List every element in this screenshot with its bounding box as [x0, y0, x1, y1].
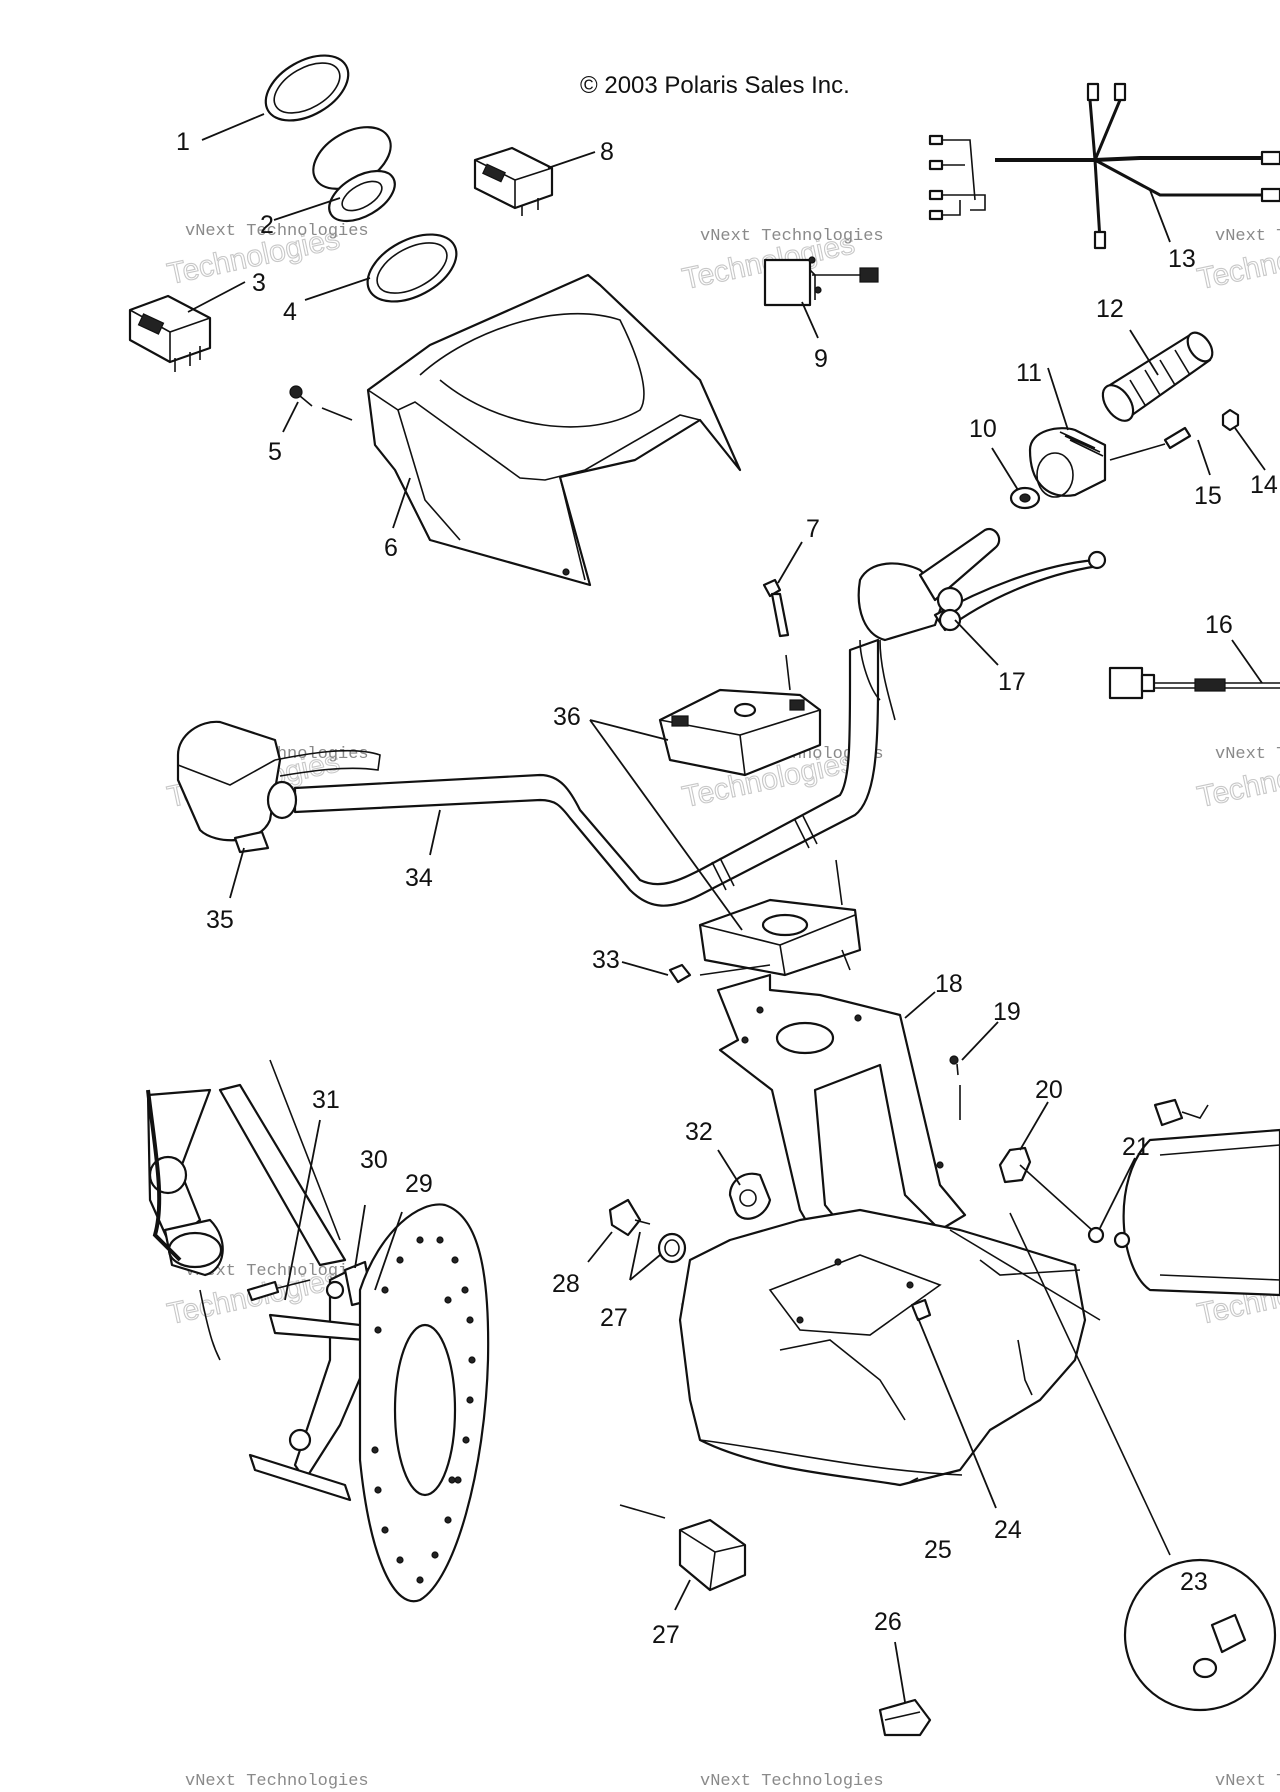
part-34-handlebar	[293, 638, 880, 907]
svg-text:vNext Technologies: vNext Technologies	[700, 1772, 884, 1791]
part-8-relay	[473, 146, 554, 216]
brake-disc	[358, 1203, 490, 1603]
callout-4: 4	[283, 298, 297, 326]
part-12-hand-grip	[1101, 331, 1214, 422]
part-2-gauge-housing	[312, 126, 396, 223]
part-10-washer	[1009, 486, 1041, 510]
svg-text:vNext Technologies: vNext Technologies	[185, 222, 369, 241]
watermark: vNext Technologies	[1215, 1772, 1280, 1791]
part-18-mount-bracket	[699, 964, 967, 1247]
callout-13: 13	[1168, 245, 1196, 273]
part-20-adjuster-knob	[998, 1146, 1093, 1231]
callout-9: 9	[814, 345, 828, 373]
part-21-nut	[1087, 1226, 1105, 1244]
part-27-connector	[619, 1504, 747, 1592]
callout-numbers: 1 2 3 4 5 6 7 8 9 10 11 12 13 14 15 16 1…	[176, 128, 1278, 1649]
part-24-grommet	[910, 1298, 932, 1322]
part-11-throttle-switch	[1028, 427, 1107, 498]
callout-35: 35	[206, 906, 234, 934]
part-3-relay	[128, 294, 212, 372]
callout-24: 24	[994, 1516, 1022, 1544]
callout-27: 27	[600, 1304, 628, 1332]
callout-7: 7	[806, 515, 820, 543]
part-19-screw	[949, 1055, 961, 1120]
callout-10: 10	[969, 415, 997, 443]
watermark: vNext Technologies	[700, 1772, 884, 1791]
callout-33: 33	[592, 946, 620, 974]
part-36-lower-clamp	[698, 859, 862, 977]
callout-18: 18	[935, 970, 963, 998]
part-13-wire-harness	[928, 82, 1280, 250]
leader-lines	[187, 113, 1266, 1703]
part-5-screw	[289, 385, 353, 421]
svg-text:vNext Technologies: vNext Technologies	[1215, 745, 1280, 764]
svg-text:vNext Technologies: vNext Technologies	[1215, 227, 1280, 246]
part-31-bolt	[246, 1279, 311, 1302]
callout-34: 34	[405, 864, 433, 892]
part-25-lower-housing	[678, 1208, 1101, 1487]
part-32-grommet	[728, 1172, 772, 1220]
part-33-clip	[668, 963, 692, 984]
part-17-brake-lever	[857, 527, 1107, 721]
callout-27-bottom: 27	[652, 1621, 680, 1649]
part-26-clip	[878, 1698, 932, 1737]
copyright-notice: © 2003 Polaris Sales Inc.	[580, 72, 850, 99]
callout-19: 19	[993, 998, 1021, 1026]
headlight-assembly	[1113, 1098, 1280, 1297]
svg-text:vNext Technologies: vNext Technologies	[1215, 1772, 1280, 1791]
watermark: Technologies vNext Technologies	[1194, 227, 1280, 297]
part-9-sensor	[763, 256, 879, 307]
callout-30: 30	[360, 1146, 388, 1174]
svg-text:vNext Technologies: vNext Technologies	[185, 1262, 369, 1281]
callout-12: 12	[1096, 295, 1124, 323]
callout-6: 6	[384, 534, 398, 562]
callout-2: 2	[260, 211, 274, 239]
callout-20: 20	[1035, 1076, 1063, 1104]
callout-23: 23	[1180, 1568, 1208, 1596]
part-16-connector	[1108, 666, 1280, 700]
callout-1: 1	[176, 128, 190, 156]
callout-15: 15	[1194, 482, 1222, 510]
part-7-bolt	[762, 578, 791, 691]
callout-25: 25	[924, 1536, 952, 1564]
callout-31: 31	[312, 1086, 340, 1114]
callout-17: 17	[998, 668, 1026, 696]
watermark: Technologies vNext Technologies	[1194, 745, 1280, 815]
svg-text:vNext Technologies: vNext Technologies	[185, 1772, 369, 1791]
part-23-detail-view	[1009, 1212, 1277, 1712]
callout-36: 36	[553, 703, 581, 731]
callout-28: 28	[552, 1270, 580, 1298]
part-1-ring	[264, 54, 350, 122]
part-14-nut	[1221, 408, 1240, 432]
callout-21: 21	[1122, 1133, 1150, 1161]
part-4-ring	[366, 233, 458, 303]
callout-16: 16	[1205, 611, 1233, 639]
part-15-spring	[1109, 426, 1192, 461]
part-28-fastener	[608, 1198, 651, 1237]
watermark: vNext Technologies	[185, 1772, 369, 1791]
callout-11: 11	[1016, 359, 1042, 387]
callout-5: 5	[268, 438, 282, 466]
callout-29: 29	[405, 1170, 433, 1198]
part-6-pod-cover	[366, 273, 742, 587]
svg-text:vNext Technologies: vNext Technologies	[700, 227, 884, 246]
callout-8: 8	[600, 138, 614, 166]
part-35-master-cylinder	[176, 720, 381, 854]
callout-14: 14	[1250, 471, 1278, 499]
part-36-upper-clamp	[658, 688, 822, 777]
callout-26: 26	[874, 1608, 902, 1636]
fork-and-caliper	[146, 1059, 347, 1361]
callout-3: 3	[252, 269, 266, 297]
part-27-washer	[657, 1232, 687, 1264]
callout-32: 32	[685, 1118, 713, 1146]
